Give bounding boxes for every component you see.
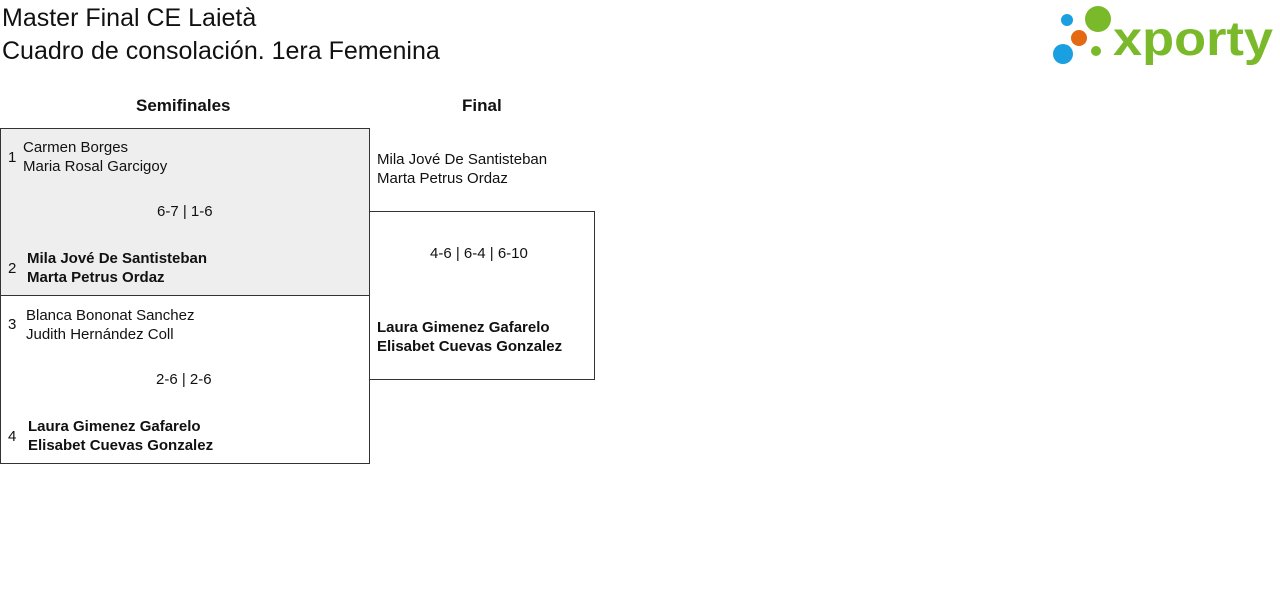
player-name: Blanca Bononat Sanchez	[26, 307, 195, 324]
team-3[interactable]: Blanca Bononat Sanchez Judith Hernández …	[26, 306, 194, 344]
logo-dot-orange	[1071, 30, 1087, 46]
logo-dot-green-large	[1085, 6, 1111, 32]
player-name: Judith Hernández Coll	[26, 326, 174, 343]
player-name: Laura Gimenez Gafarelo	[377, 319, 550, 336]
title-line-event: Master Final CE Laietà	[2, 4, 257, 32]
logo-wordmark: xporty	[1113, 13, 1273, 66]
logo-dot-green-small	[1091, 46, 1101, 56]
match-score: 2-6 | 2-6	[156, 371, 212, 388]
player-name: Laura Gimenez Gafarelo	[28, 418, 201, 435]
semifinal-match-2[interactable]: 3 Blanca Bononat Sanchez Judith Hernánde…	[0, 295, 370, 464]
xporty-logo[interactable]: xporty	[1050, 4, 1276, 68]
player-name: Elisabet Cuevas Gonzalez	[28, 437, 214, 454]
team-1[interactable]: Carmen Borges Maria Rosal Garcigoy	[23, 138, 167, 176]
player-name: Carmen Borges	[23, 139, 129, 156]
seed-number: 2	[8, 260, 17, 277]
match-score: 6-7 | 1-6	[157, 203, 213, 220]
seed-number: 4	[8, 428, 17, 445]
page-title: Master Final CE Laietà Cuadro de consola…	[2, 2, 440, 68]
round-label-semifinals: Semifinales	[136, 96, 231, 115]
player-name: Marta Petrus Ordaz	[27, 269, 165, 286]
player-name: Marta Petrus Ordaz	[377, 170, 508, 187]
title-line-draw: Cuadro de consolación. 1era Femenina	[2, 37, 440, 65]
player-name: Mila Jové De Santisteban	[377, 151, 548, 168]
seed-number: 1	[8, 149, 17, 166]
logo-dot-blue-large	[1053, 44, 1073, 64]
seed-number: 3	[8, 316, 17, 333]
match-score: 4-6 | 6-4 | 6-10	[430, 245, 528, 262]
team-4-winner[interactable]: Laura Gimenez Gafarelo Elisabet Cuevas G…	[28, 417, 213, 455]
team-2-winner[interactable]: Mila Jové De Santisteban Marta Petrus Or…	[27, 249, 207, 287]
player-name: Mila Jové De Santisteban	[27, 250, 208, 267]
final-match[interactable]: 4-6 | 6-4 | 6-10 Laura Gimenez Gafarelo …	[369, 211, 595, 380]
round-label-final: Final	[462, 96, 502, 115]
final-team-top[interactable]: Mila Jové De Santisteban Marta Petrus Or…	[377, 150, 547, 188]
logo-dot-blue-small	[1061, 14, 1073, 26]
player-name: Elisabet Cuevas Gonzalez	[377, 338, 563, 355]
semifinal-match-1[interactable]: 1 Carmen Borges Maria Rosal Garcigoy 6-7…	[0, 128, 370, 296]
final-team-winner[interactable]: Laura Gimenez Gafarelo Elisabet Cuevas G…	[377, 318, 562, 356]
player-name: Maria Rosal Garcigoy	[23, 158, 168, 175]
